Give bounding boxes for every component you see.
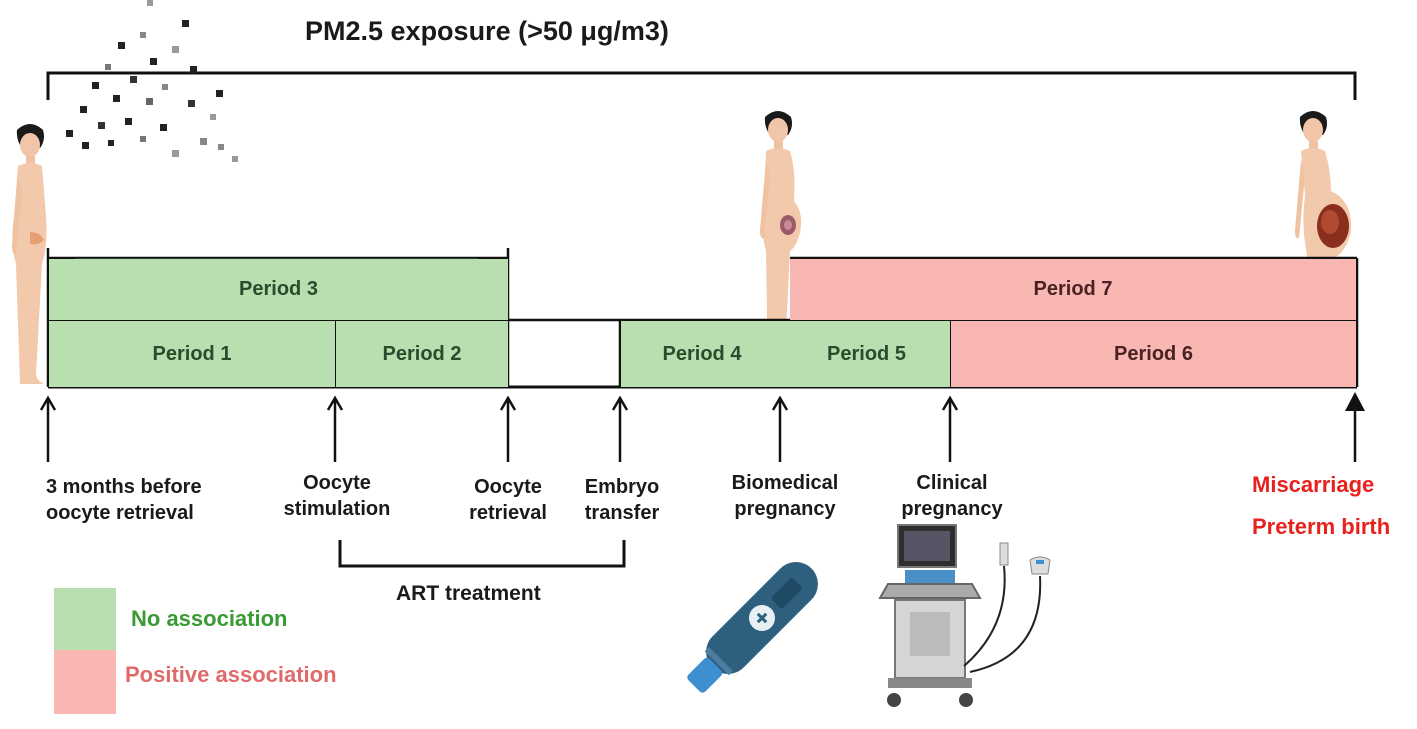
period-2-box: Period 2 <box>336 321 508 387</box>
legend-positive-association: Positive association <box>125 662 337 687</box>
pregnancy-test-icon <box>687 562 818 693</box>
period-6-label: Period 6 <box>1114 342 1193 365</box>
milestone-oocyte-stimulation: Oocyte stimulation <box>283 472 391 520</box>
period-1-label: Period 1 <box>152 342 232 365</box>
milestone-embryo-transfer: Embryo transfer <box>584 476 660 524</box>
period-3-label: Period 3 <box>239 278 318 300</box>
legend-green-swatch <box>54 588 116 650</box>
milestone-clinical-pregnancy: Clinical pregnancy <box>901 472 1003 520</box>
period-1-box: Period 1 <box>49 321 335 387</box>
outcome-preterm-birth: Preterm birth <box>1252 514 1391 539</box>
exposure-bracket <box>46 71 1357 100</box>
outcome-miscarriage: Miscarriage <box>1252 472 1375 497</box>
ultrasound-machine-icon <box>878 524 1051 707</box>
legend-pink-swatch <box>54 650 116 714</box>
period-5-label: Period 5 <box>827 342 906 365</box>
legend-no-association: No association <box>131 606 288 631</box>
particles-icon <box>66 0 238 162</box>
art-bracket <box>338 540 626 568</box>
outcome-labels: Miscarriage Preterm birth <box>1252 464 1390 548</box>
period-6-box: Period 6 <box>951 321 1356 387</box>
period-7-label: Period 7 <box>1033 278 1113 300</box>
milestone-biomedical-pregnancy: Biomedical pregnancy <box>731 472 839 520</box>
outcome-arrowhead <box>1345 392 1365 411</box>
period-2-label: Period 2 <box>382 342 462 365</box>
period-3-box: Period 3 <box>49 259 508 320</box>
period-7-box: Period 7 <box>790 259 1356 320</box>
period-5-box: Period 5 <box>783 321 950 387</box>
period-4-label: Period 4 <box>662 342 742 365</box>
milestone-oocyte-retrieval: Oocyte retrieval <box>469 476 547 524</box>
period-4-box: Period 4 <box>621 321 783 387</box>
art-treatment-label: ART treatment <box>396 582 541 605</box>
diagram-title: PM2.5 exposure (>50 μg/m3) <box>305 16 669 46</box>
woman-icon-left <box>12 124 47 384</box>
milestone-3-months-before: 3 months before oocyte retrieval <box>46 476 202 524</box>
milestone-arrows <box>39 395 1357 462</box>
